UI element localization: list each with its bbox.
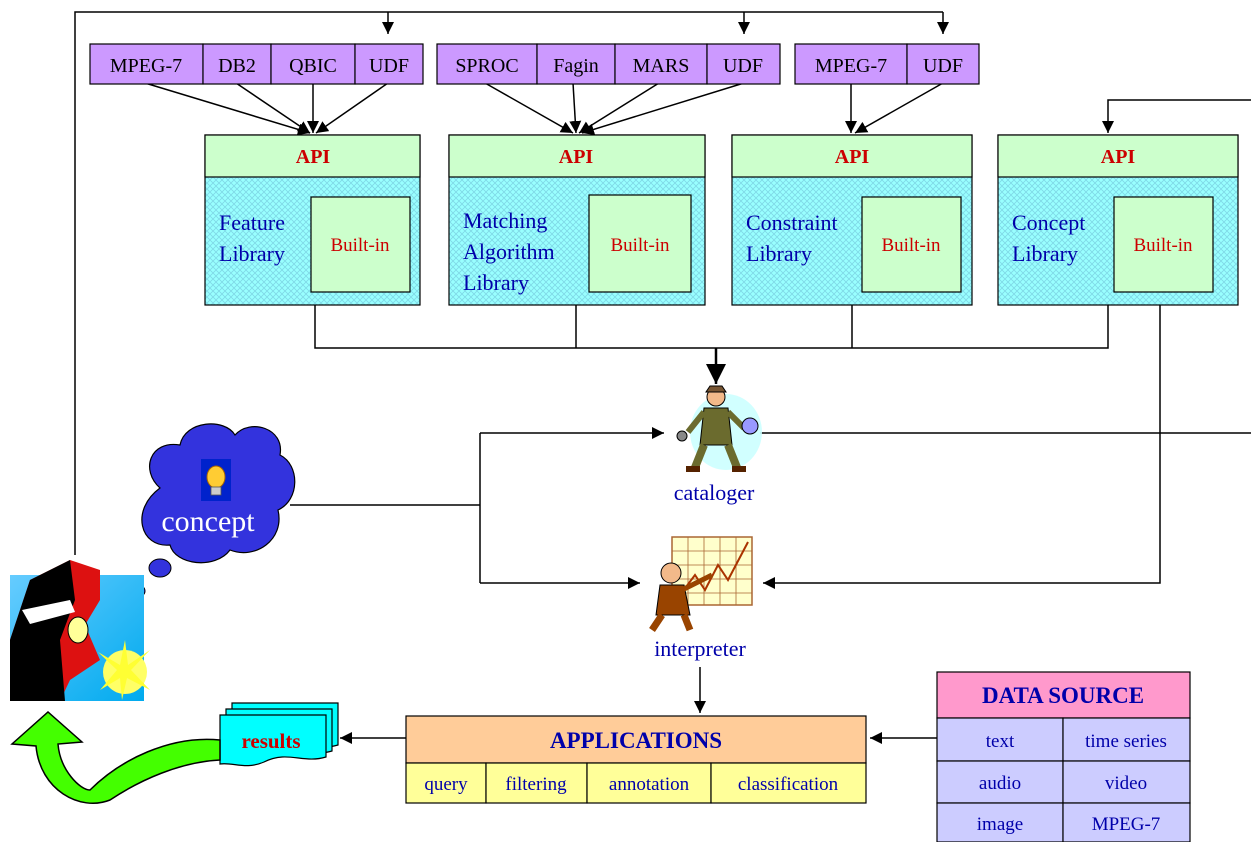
cataloger-icon xyxy=(676,385,762,472)
builtin-label: Built-in xyxy=(330,235,390,256)
api-label: API xyxy=(1101,146,1136,168)
library-name-line: Concept xyxy=(1012,210,1085,235)
application-item: annotation xyxy=(609,774,690,795)
user-head-icon xyxy=(10,560,150,701)
source-group-1 xyxy=(89,43,424,85)
results-label: results xyxy=(241,729,300,753)
application-item: query xyxy=(424,774,468,795)
applications-title: APPLICATIONS xyxy=(550,728,722,753)
data-source-cell: text xyxy=(986,731,1015,752)
applications-box xyxy=(405,715,867,804)
concept-library: API Concept Library Built-in xyxy=(997,134,1239,306)
library-name-line: Constraint xyxy=(746,210,838,235)
cataloger-label: cataloger xyxy=(674,480,755,505)
data-source-cell: audio xyxy=(979,773,1021,794)
builtin-label: Built-in xyxy=(1133,235,1193,256)
source-item: MPEG-7 xyxy=(110,55,182,77)
library-name-line: Algorithm xyxy=(463,239,555,264)
data-source-table xyxy=(936,671,1191,842)
return-arrow-icon xyxy=(10,710,221,804)
library-name-line: Library xyxy=(746,241,812,266)
concept-label: concept xyxy=(161,505,255,538)
builtin-label: Built-in xyxy=(610,235,670,256)
application-item: filtering xyxy=(505,774,567,795)
api-label: API xyxy=(835,146,870,168)
data-source-cell: image xyxy=(977,814,1023,835)
application-item: classification xyxy=(738,774,839,795)
constraint-library: API Constraint Library Built-in xyxy=(731,134,973,306)
library-name-line: Matching xyxy=(463,208,547,233)
interpreter-label: interpreter xyxy=(654,636,746,661)
builtin-label: Built-in xyxy=(881,235,941,256)
data-source-title: DATA SOURCE xyxy=(982,683,1144,708)
data-source-cell: MPEG-7 xyxy=(1092,814,1161,835)
lightbulb-icon xyxy=(201,459,231,501)
matching-algorithm-library: API Matching Algorithm Library Built-in xyxy=(448,134,706,306)
data-source-cell: video xyxy=(1105,773,1147,794)
source-item: UDF xyxy=(369,55,409,77)
source-item: UDF xyxy=(923,55,963,77)
source-group-2 xyxy=(436,43,781,85)
source-item: UDF xyxy=(723,55,763,77)
source-item: SPROC xyxy=(455,55,518,77)
connector-lines xyxy=(74,11,1251,744)
library-name-line: Library xyxy=(219,241,285,266)
source-item: DB2 xyxy=(218,55,256,77)
data-source-cell: time series xyxy=(1085,731,1167,752)
source-item: MARS xyxy=(633,55,690,77)
source-item: Fagin xyxy=(553,55,599,77)
library-name-line: Library xyxy=(463,270,529,295)
source-item: QBIC xyxy=(289,55,337,77)
results-icon xyxy=(219,702,339,767)
feature-library: API Feature Library Built-in xyxy=(204,134,421,306)
source-group-3 xyxy=(794,43,980,85)
api-label: API xyxy=(296,146,331,168)
api-label: API xyxy=(559,146,594,168)
source-item: MPEG-7 xyxy=(815,55,887,77)
library-name-line: Library xyxy=(1012,241,1078,266)
interpreter-icon xyxy=(649,536,753,632)
library-name-line: Feature xyxy=(219,210,285,235)
